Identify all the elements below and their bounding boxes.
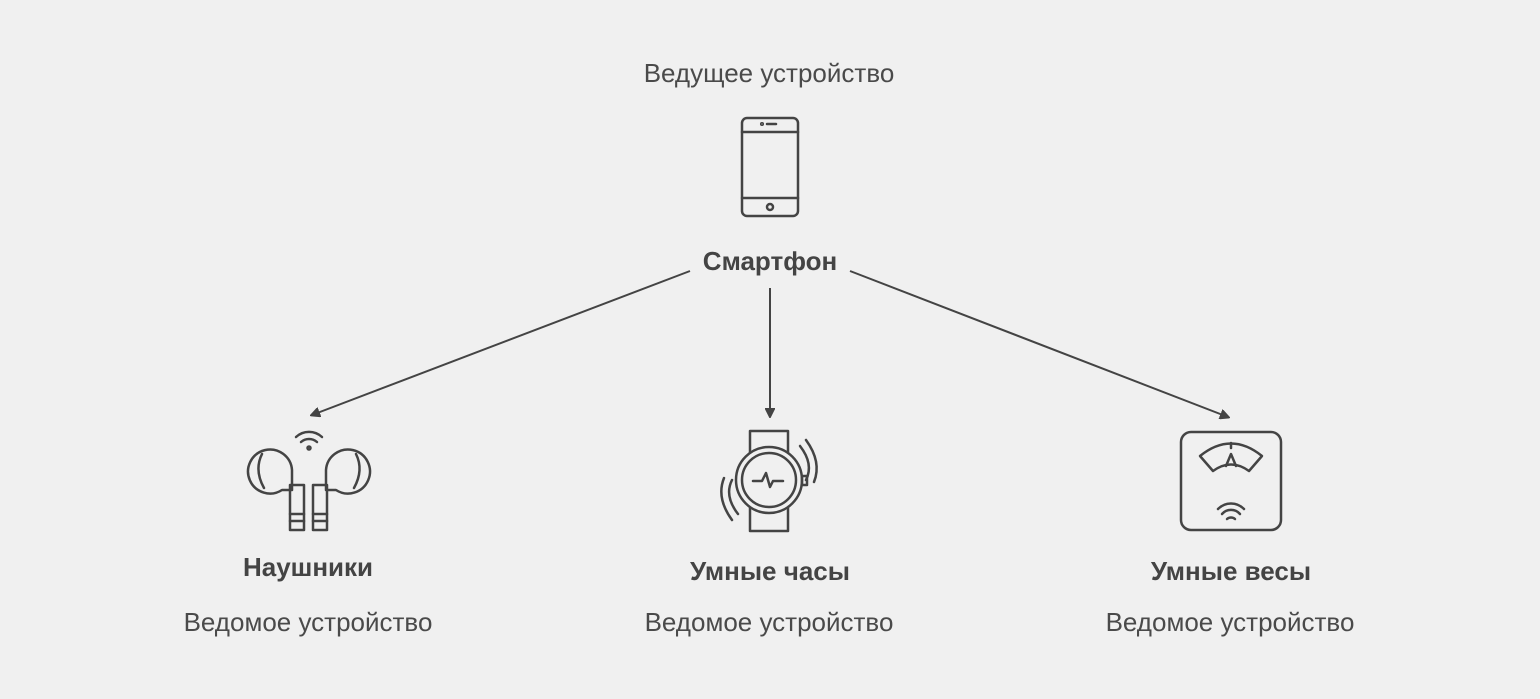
watch-name-label: Умные часы [690, 556, 850, 586]
master-name-label: Смартфон [703, 246, 837, 276]
watch-role-label: Ведомое устройство [645, 607, 894, 637]
arrow-to-earbuds [312, 270, 691, 415]
smartwatch-icon [720, 429, 818, 533]
master-role-label: Ведущее устройство [644, 58, 895, 88]
earbuds-name-label: Наушники [243, 552, 373, 582]
earbuds-role-label: Ведомое устройство [184, 607, 433, 637]
connection-arrows [312, 270, 1228, 417]
smart-scale-icon [1179, 430, 1283, 532]
scale-role-label: Ведомое устройство [1106, 607, 1355, 637]
arrow-to-scale [849, 270, 1228, 417]
earbuds-icon [246, 430, 372, 532]
smartphone-icon [740, 116, 800, 218]
scale-name-label: Умные весы [1151, 556, 1311, 586]
